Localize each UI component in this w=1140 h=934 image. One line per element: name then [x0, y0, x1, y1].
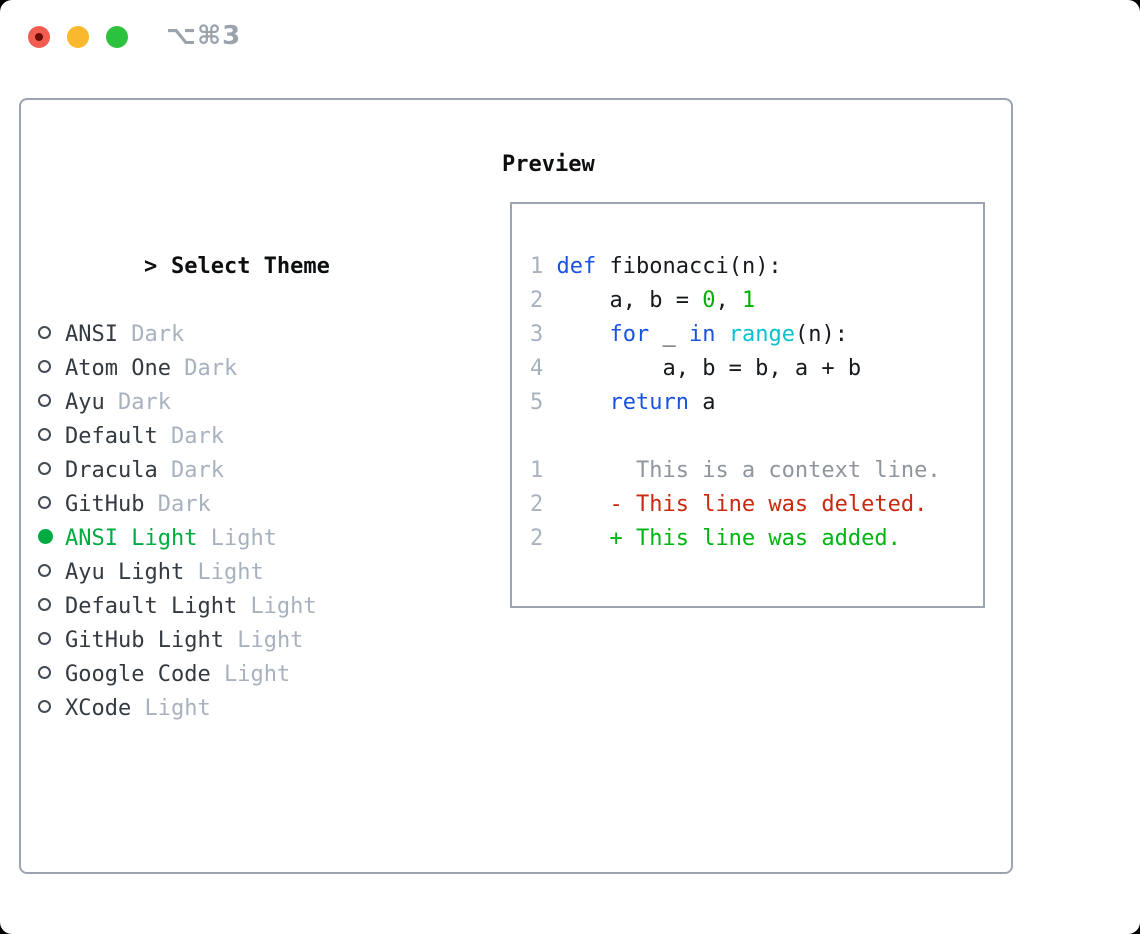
line-number: 2 — [530, 492, 557, 517]
theme-name: ANSI Light — [65, 526, 198, 551]
line-number: 3 — [530, 322, 557, 347]
diff-line-deleted: 2 - This line was deleted. — [530, 492, 928, 517]
theme-name: Ayu — [65, 390, 105, 415]
theme-option-ayu[interactable]: Ayu Dark — [38, 386, 409, 420]
diff-line-context: 1 This is a context line. — [530, 458, 941, 483]
code-line: 4 a, b = b, a + b — [530, 356, 862, 381]
theme-variant-label: Dark — [170, 458, 224, 483]
line-number: 5 — [530, 390, 557, 415]
line-number: 4 — [530, 356, 557, 381]
theme-name: Google Code — [65, 662, 211, 687]
theme-name: ANSI — [65, 322, 118, 347]
radio-icon — [38, 590, 65, 624]
theme-option-github[interactable]: GitHub Dark — [38, 488, 409, 522]
theme-option-ansi-light[interactable]: ANSI Light Light — [38, 522, 409, 556]
theme-name: Atom One — [65, 356, 171, 381]
theme-name: Default Light — [65, 594, 238, 619]
spacer — [530, 420, 941, 454]
radio-icon — [38, 658, 65, 692]
theme-variant-label: Light — [144, 696, 211, 721]
theme-option-xcode[interactable]: XCode Light — [38, 692, 409, 726]
zoom-button[interactable] — [106, 26, 128, 48]
window-shortcut-label: ⌥⌘3 — [166, 21, 242, 51]
code-line: 1 def fibonacci(n): — [530, 254, 782, 279]
radio-icon — [38, 488, 65, 522]
theme-variant-label: Dark — [118, 390, 171, 415]
radio-icon — [38, 692, 65, 726]
theme-variant-label: Light — [197, 560, 264, 585]
code-block: 1 def fibonacci(n): 2 a, b = 0, 1 3 for _ … — [530, 250, 941, 556]
close-button[interactable] — [28, 26, 50, 48]
radio-selected-icon — [38, 522, 65, 556]
line-number: 1 — [530, 254, 557, 279]
cursor-icon: > — [143, 254, 158, 279]
theme-list-header: > Select Theme — [38, 216, 409, 279]
radio-icon — [38, 420, 65, 454]
theme-option-atom-one[interactable]: Atom One Dark — [38, 352, 409, 386]
theme-option-dracula[interactable]: Dracula Dark — [38, 454, 409, 488]
theme-name: XCode — [65, 696, 132, 721]
theme-option-ayu-light[interactable]: Ayu Light Light — [38, 556, 409, 590]
radio-icon — [38, 454, 65, 488]
theme-variant-label: Dark — [131, 322, 185, 347]
preview-title: Preview — [502, 152, 595, 177]
theme-variant-label: Dark — [170, 424, 224, 449]
preview-box: 1 def fibonacci(n): 2 a, b = 0, 1 3 for _ … — [510, 202, 985, 608]
theme-option-google-code[interactable]: Google Code Light — [38, 658, 409, 692]
radio-icon — [38, 318, 65, 352]
code-line: 3 for _ in range(n): — [530, 322, 848, 347]
radio-icon — [38, 556, 65, 590]
theme-option-default-light[interactable]: Default Light Light — [38, 590, 409, 624]
code-line: 2 a, b = 0, 1 — [530, 288, 756, 313]
theme-variant-label: Light — [210, 526, 277, 551]
theme-name: GitHub Light — [65, 628, 224, 653]
theme-variant-label: Dark — [184, 356, 238, 381]
theme-variant-label: Light — [250, 594, 317, 619]
theme-variant-label: Dark — [157, 492, 211, 517]
diff-line-added: 2 + This line was added. — [530, 526, 901, 551]
close-dot-icon — [35, 33, 43, 41]
theme-option-github-light[interactable]: GitHub Light Light — [38, 624, 409, 658]
theme-variant-label: Light — [237, 628, 304, 653]
radio-icon — [38, 352, 65, 386]
theme-name: Dracula — [65, 458, 158, 483]
apply-to-header: Apply To — [38, 896, 409, 930]
theme-option-ansi[interactable]: ANSI Dark — [38, 318, 409, 352]
line-number: 2 — [530, 526, 557, 551]
code-line: 5 return a — [530, 390, 716, 415]
theme-name: Ayu Light — [65, 560, 185, 585]
spacer — [38, 794, 409, 828]
radio-icon — [38, 386, 65, 420]
line-number: 2 — [530, 288, 557, 313]
minimize-button[interactable] — [67, 26, 89, 48]
line-number: 1 — [530, 458, 557, 483]
theme-name: Default — [65, 424, 158, 449]
theme-option-default[interactable]: Default Dark — [38, 420, 409, 454]
theme-list-title: Select Theme — [170, 254, 330, 279]
theme-name: GitHub — [65, 492, 145, 517]
radio-icon — [38, 624, 65, 658]
theme-variant-label: Light — [223, 662, 291, 687]
